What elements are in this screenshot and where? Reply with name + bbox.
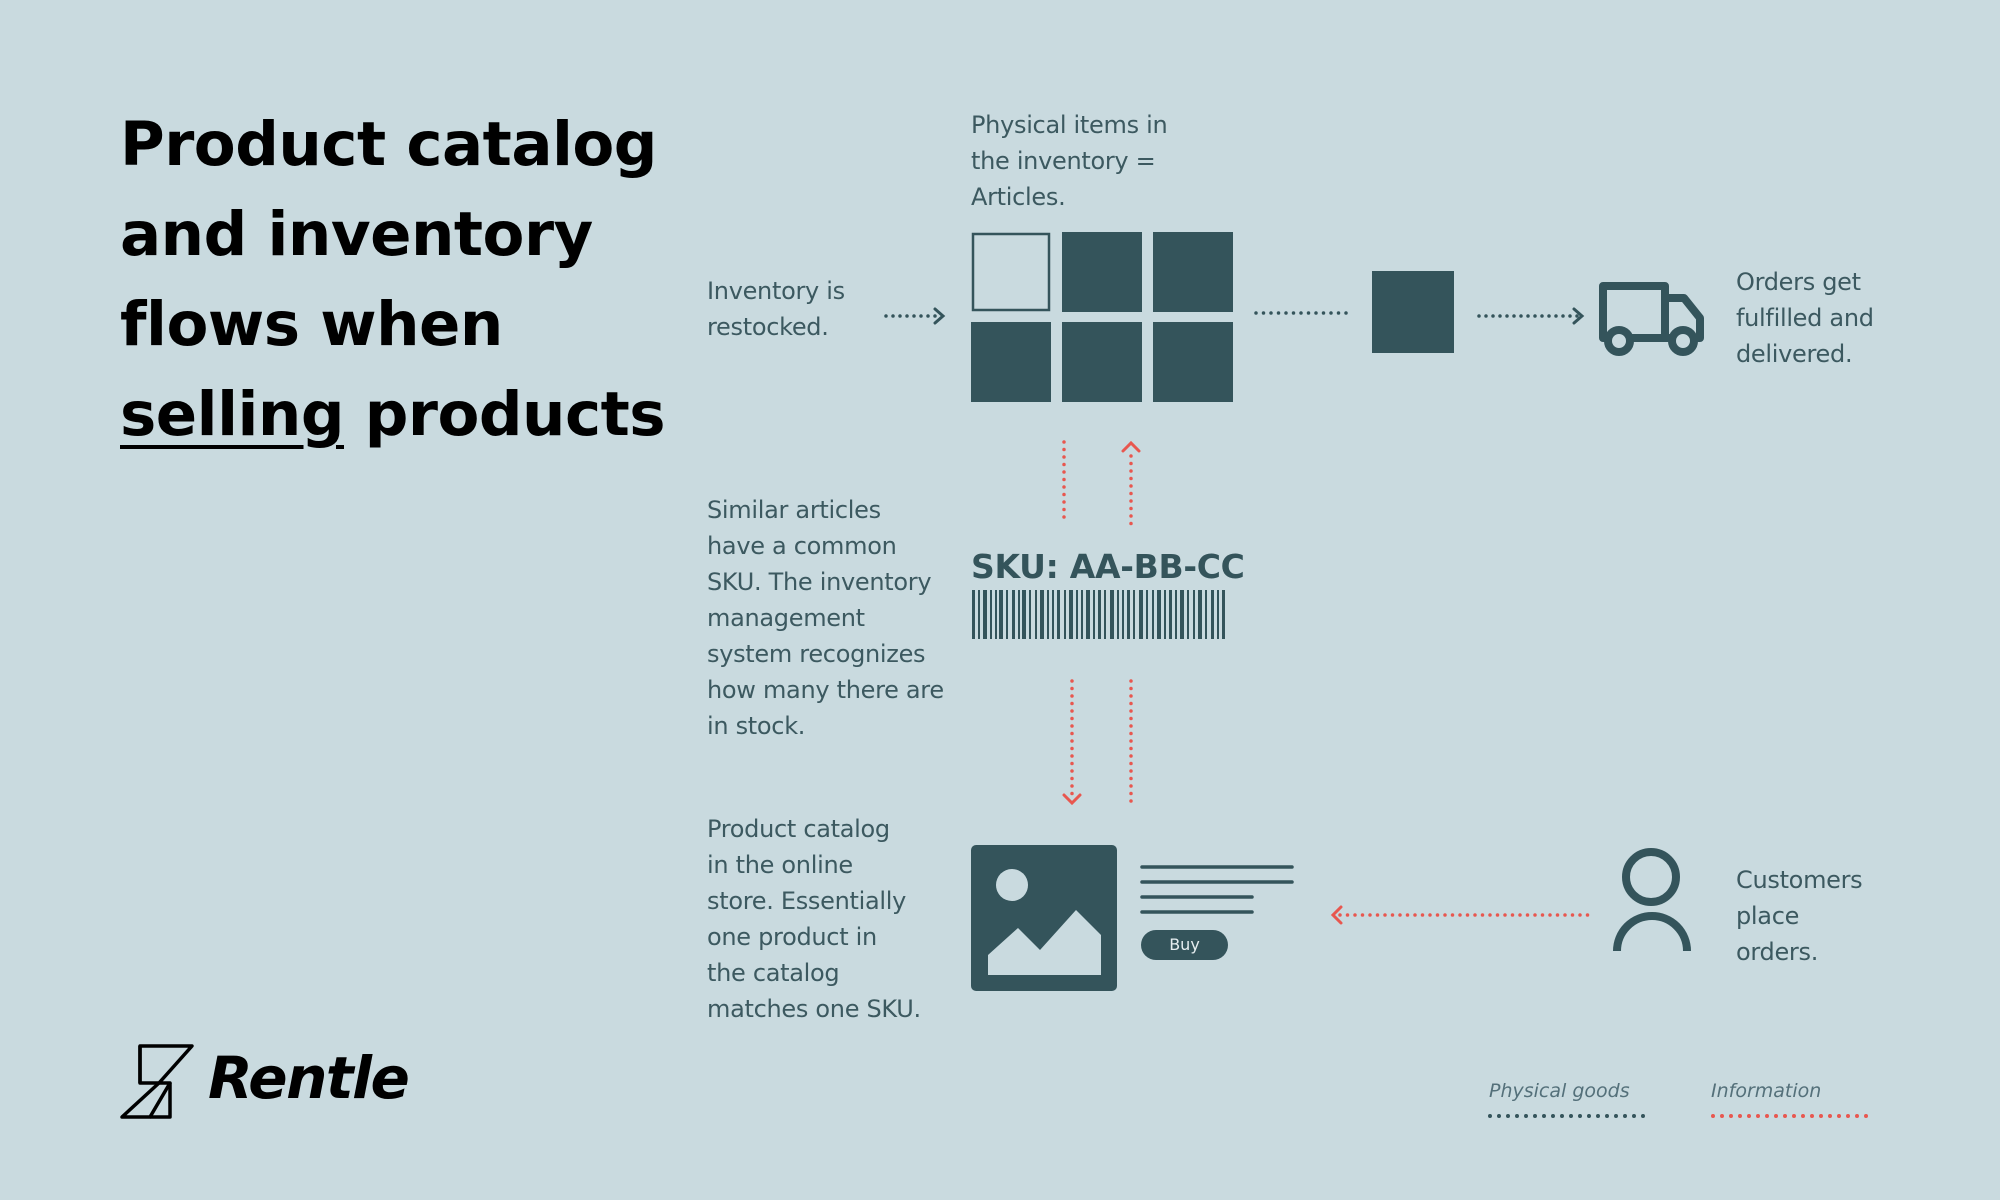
sku-to-catalog-arrow-head <box>1062 793 1082 806</box>
order-arrow-head <box>1330 905 1343 925</box>
customers-label-line: orders. <box>1736 938 1819 966</box>
sku-description-line: how many there are <box>707 676 944 704</box>
article-box <box>1153 232 1233 312</box>
catalog-description: Product catalog in the online store. Ess… <box>707 811 921 1027</box>
sku-description: Similar articles have a common SKU. The … <box>707 492 944 744</box>
image-icon <box>971 845 1117 991</box>
rentle-logo-icon <box>120 1044 194 1119</box>
restock-arrow-head <box>933 307 946 325</box>
physical-flows <box>884 307 1585 325</box>
articles-label-line: Articles. <box>971 183 1066 211</box>
articles-label-line: Physical items in <box>971 111 1168 139</box>
title-line-4-rest: products <box>344 379 666 450</box>
article-box <box>1062 232 1142 312</box>
legend-physical-label: Physical goods <box>1489 1080 1630 1102</box>
restocked-label: Inventory is restocked. <box>707 273 845 345</box>
catalog-description-line: the catalog <box>707 959 840 987</box>
customers-label-line: Customers <box>1736 866 1863 894</box>
articles-label-line: the inventory = <box>971 147 1156 175</box>
customers-label-line: place <box>1736 902 1800 930</box>
article-box <box>971 322 1051 402</box>
empty-slot <box>971 232 1051 312</box>
sku-description-line: system recognizes <box>707 640 926 668</box>
shipped-article-box <box>1372 271 1454 353</box>
person-icon <box>1613 848 1691 952</box>
brand-name: Rentle <box>208 1044 410 1112</box>
legend-information-label: Information <box>1711 1080 1822 1102</box>
fulfilled-label-line: delivered. <box>1736 340 1853 368</box>
title-line-1: Product catalog <box>120 109 657 180</box>
sku-label: SKU: AA-BB-CC <box>971 547 1245 586</box>
sku-description-line: in stock. <box>707 712 806 740</box>
barcode-icon <box>972 590 1225 639</box>
truck-icon <box>1599 282 1704 356</box>
fulfilled-label-line: Orders get <box>1736 268 1861 296</box>
article-box <box>1153 322 1233 402</box>
fulfilled-label-line: fulfilled and <box>1736 304 1874 332</box>
title-line-4: selling products <box>120 370 680 460</box>
catalog-description-line: one product in <box>707 923 877 951</box>
restocked-label-line: restocked. <box>707 313 829 341</box>
customers-label: Customers place orders. <box>1736 862 1863 970</box>
catalog-description-line: Product catalog <box>707 815 890 843</box>
title-line-3: flows when <box>120 289 503 360</box>
sku-description-line: have a common <box>707 532 897 560</box>
catalog-description-line: in the online <box>707 851 853 879</box>
sku-description-line: management <box>707 604 865 632</box>
catalog-description-line: store. Essentially <box>707 887 907 915</box>
fulfilled-label: Orders get fulfilled and delivered. <box>1736 264 1874 372</box>
article-box <box>1062 322 1142 402</box>
restocked-label-line: Inventory is <box>707 277 845 305</box>
title-underlined-word: selling <box>120 379 345 450</box>
title-line-2: and inventory <box>120 199 593 270</box>
ship-arrow-head <box>1572 307 1585 325</box>
sku-description-line: Similar articles <box>707 496 881 524</box>
articles-label: Physical items in the inventory = Articl… <box>971 107 1168 215</box>
product-text-lines <box>1140 865 1294 914</box>
sku-description-line: SKU. The inventory <box>707 568 932 596</box>
buy-button[interactable]: Buy <box>1141 930 1228 960</box>
inventory-grid <box>971 232 1233 402</box>
sku-to-grid-arrow-head <box>1121 440 1141 453</box>
page-title: Product catalog and inventory flows when… <box>120 100 680 460</box>
information-flows <box>1062 440 1596 925</box>
catalog-description-line: matches one SKU. <box>707 995 921 1023</box>
